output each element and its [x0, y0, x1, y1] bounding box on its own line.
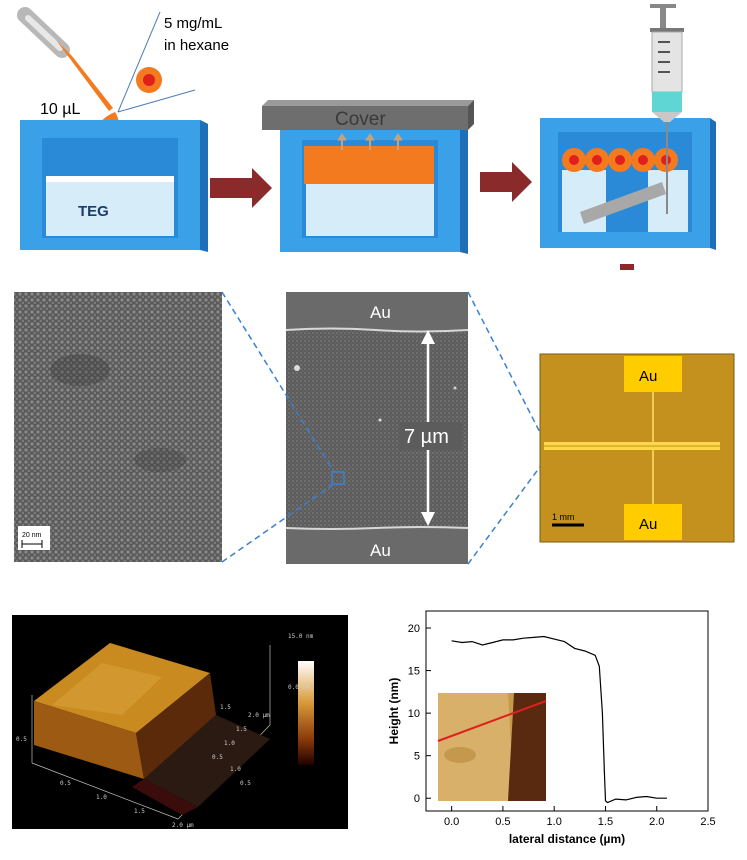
x-tick-label: 2.0 — [649, 816, 664, 828]
cover-label: Cover — [335, 109, 386, 130]
afm-y-tick: 0.5 — [212, 754, 223, 761]
concentration-label: 5 mg/mL — [164, 15, 222, 32]
process-arrow-3 — [620, 264, 634, 270]
process-arrow-1 — [210, 168, 272, 208]
x-tick-label: 0.0 — [444, 816, 459, 828]
optical-device-image — [539, 353, 735, 543]
process-arrow-2 — [480, 162, 532, 202]
y-axis-title: Height (nm) — [387, 678, 401, 745]
gap-width-label: 7 µm — [404, 426, 449, 448]
nanoparticle-film — [562, 148, 678, 172]
afm-y-tick: 1.5 — [236, 726, 247, 733]
x-tick-label: 1.5 — [598, 816, 613, 828]
container-box-2 — [262, 100, 474, 254]
volume-label: 10 µL — [40, 101, 80, 118]
optical-bottom-au-label: Au — [639, 516, 657, 533]
fabrication-schematic: TEG 10 µL 5 mg/mL in hexane Cover — [17, 4, 716, 270]
afm-left-tick: 0.5 — [16, 736, 27, 743]
y-tick-label: 10 — [408, 708, 420, 720]
container-box-3 — [540, 118, 716, 250]
microscopy-row: 20 nm Au Au 7 µm Au Au 1 mm — [14, 291, 735, 565]
afm-x-tick: 1.5 — [134, 808, 145, 815]
height-profile-series — [451, 635, 667, 804]
syringe-icon — [650, 4, 684, 214]
zoom-region-marker — [331, 471, 345, 485]
afm-y-tick: 1.0 — [224, 740, 235, 747]
solvent-label: in hexane — [164, 37, 229, 54]
afm-z-tick: 0.0 nm — [288, 684, 310, 691]
x-tick-label: 0.5 — [495, 816, 510, 828]
y-tick-label: 15 — [408, 666, 420, 678]
substrate-slide — [580, 182, 666, 224]
optical-scale-label: 1 mm — [552, 512, 575, 522]
x-tick-label: 2.5 — [700, 816, 715, 828]
afm-color-scale — [298, 661, 314, 765]
sem-top-au-label: Au — [370, 303, 391, 322]
nanoparticle-icon — [136, 67, 162, 93]
optical-top-au-label: Au — [639, 368, 657, 385]
y-tick-label: 5 — [414, 751, 420, 763]
afm-y-tick: 2.0 µm — [248, 712, 270, 719]
teg-label: TEG — [78, 203, 109, 220]
x-axis: 0.0 0.5 1.0 1.5 2.0 2.5 — [444, 806, 716, 828]
x-tick-label: 1.0 — [547, 816, 562, 828]
afm-3d-image: 15.0 nm 0.0 nm 0.5 1.0 1.5 2.0 µm 1.0 1.… — [12, 615, 348, 829]
y-tick-label: 0 — [414, 793, 420, 805]
sem-bottom-au-label: Au — [370, 541, 391, 560]
sem-scale-label: 20 nm — [22, 532, 42, 539]
afm-x-tick: 2.0 µm — [172, 822, 194, 829]
afm-x-tick: 1.0 — [96, 794, 107, 801]
afm-z-tick: 15.0 nm — [288, 633, 314, 640]
afm-y2-tick: 0.5 — [240, 780, 251, 787]
sem-zoom-image — [14, 292, 222, 562]
afm-y2-tick: 1.0 — [230, 766, 241, 773]
sem-device-image — [285, 292, 469, 564]
container-box-1 — [20, 120, 208, 252]
afm-inset-image — [437, 693, 547, 801]
y-axis: 0 5 10 15 20 — [408, 623, 431, 805]
scan-line — [437, 700, 547, 742]
x-axis-title: lateral distance (µm) — [509, 832, 625, 846]
y-tick-label: 20 — [408, 623, 420, 635]
height-profile-chart: 0.0 0.5 1.0 1.5 2.0 2.5 0 5 10 15 20 lateral dist… — [387, 610, 716, 846]
afm-x-tick: 0.5 — [60, 780, 71, 787]
afm-y2-tick: 1.5 — [220, 704, 231, 711]
